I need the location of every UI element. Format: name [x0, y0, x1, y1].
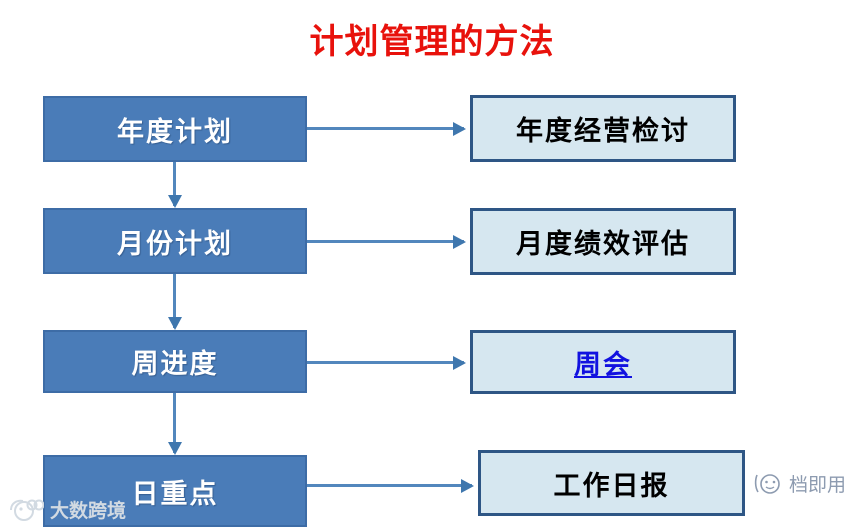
watermark-left-label: 大数跨境 [50, 501, 127, 522]
flow-node-right-1-label: 年度经营检讨 [516, 116, 690, 146]
arrow-left-3-to-right-3 [307, 361, 464, 364]
flow-node-right-2-label: 月度绩效评估 [516, 229, 690, 259]
flow-node-left-1[interactable]: 年度计划 [43, 96, 307, 162]
arrow-left-1-to-left-2 [173, 162, 176, 206]
flow-node-right-3[interactable]: 周会 [470, 330, 736, 394]
flow-node-right-1[interactable]: 年度经营检讨 [470, 95, 736, 162]
flow-node-right-2[interactable]: 月度绩效评估 [470, 208, 736, 275]
flow-node-left-2[interactable]: 月份计划 [43, 208, 307, 274]
dashu-logo-icon [10, 499, 44, 521]
watermark-right: 档即用 [753, 470, 846, 497]
arrow-left-2-to-left-3 [173, 274, 176, 328]
flow-node-left-4-label: 日重点 [131, 478, 219, 509]
arrow-left-3-to-left-4 [173, 393, 176, 453]
page-title: 计划管理的方法 [309, 24, 555, 61]
flow-node-left-4[interactable]: 日重点 [43, 455, 307, 527]
arrow-left-4-to-right-4 [307, 484, 472, 487]
arrow-left-2-to-right-2 [307, 240, 464, 243]
arrow-left-1-to-right-1 [307, 127, 464, 130]
watermark-right-label: 档即用 [788, 475, 846, 496]
flow-node-left-3[interactable]: 周进度 [43, 330, 307, 393]
watermark-left: 大数跨境 [8, 496, 126, 523]
flow-node-right-4[interactable]: 工作日报 [478, 450, 745, 516]
flow-node-right-4-label: 工作日报 [553, 470, 670, 501]
flow-node-left-3-label: 周进度 [131, 349, 219, 379]
dangjiyong-logo-icon [754, 473, 780, 494]
flow-node-left-1-label: 年度计划 [117, 116, 233, 147]
flow-node-right-3-label[interactable]: 周会 [574, 349, 632, 380]
flow-node-left-2-label: 月份计划 [117, 228, 233, 259]
